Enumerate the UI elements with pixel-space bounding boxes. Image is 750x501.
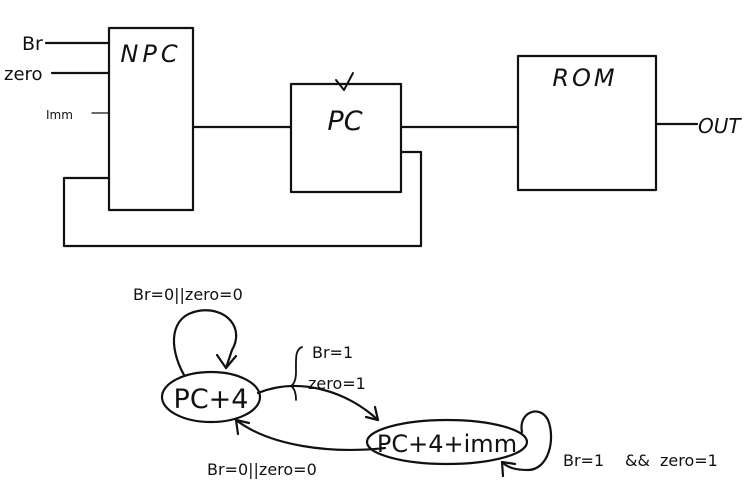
npc-label: NPC [120,40,181,68]
state-pc4imm-label: PC+4+imm [377,430,517,458]
transition-pc4-to-imm-brace [290,346,303,401]
block-diagram: Br zero Imm NPC PC ROM OUT [4,26,742,248]
pc-feedback-wire [62,150,423,248]
state-machine: PC+4 Br=0||zero=0 PC+4+imm Br=1 zero=1 B… [133,285,718,479]
output-label: OUT [698,114,742,138]
pc-label: PC [327,106,362,137]
rom-label: ROM [552,64,617,92]
transition-imm-to-pc4-arrowhead [234,418,251,436]
state-pc4imm [365,418,529,466]
transition-imm-to-pc4-label: Br=0||zero=0 [207,460,317,479]
self-loop-pc4imm-label-zero: zero=1 [660,451,718,470]
self-loop-pc4imm [500,410,553,472]
state-pc4 [160,370,262,424]
state-pc4-label: PC+4 [174,384,249,415]
self-loop-pc4-arrowhead [215,353,238,370]
self-loop-pc4-label: Br=0||zero=0 [133,285,243,304]
transition-pc4-to-imm [256,385,380,422]
br-input-label: Br [22,33,43,55]
self-loop-pc4imm-label-mark: && [625,451,650,470]
zero-input-label: zero [4,64,43,85]
pc-clock-tick-mark [335,72,354,91]
imm-input-label: Imm [46,108,73,122]
pc-block [289,82,403,194]
transition-pc4-to-imm-label-br: Br=1 [312,343,353,362]
self-loop-pc4 [172,309,238,377]
transition-pc4-to-imm-label-zero: zero=1 [308,374,366,393]
transition-pc4-to-imm-arrowhead [364,405,380,422]
self-loop-pc4imm-label-br: Br=1 [563,451,604,470]
transition-imm-to-pc4 [234,418,387,451]
npc-block [107,26,195,212]
self-loop-pc4imm-arrowhead [500,460,517,478]
